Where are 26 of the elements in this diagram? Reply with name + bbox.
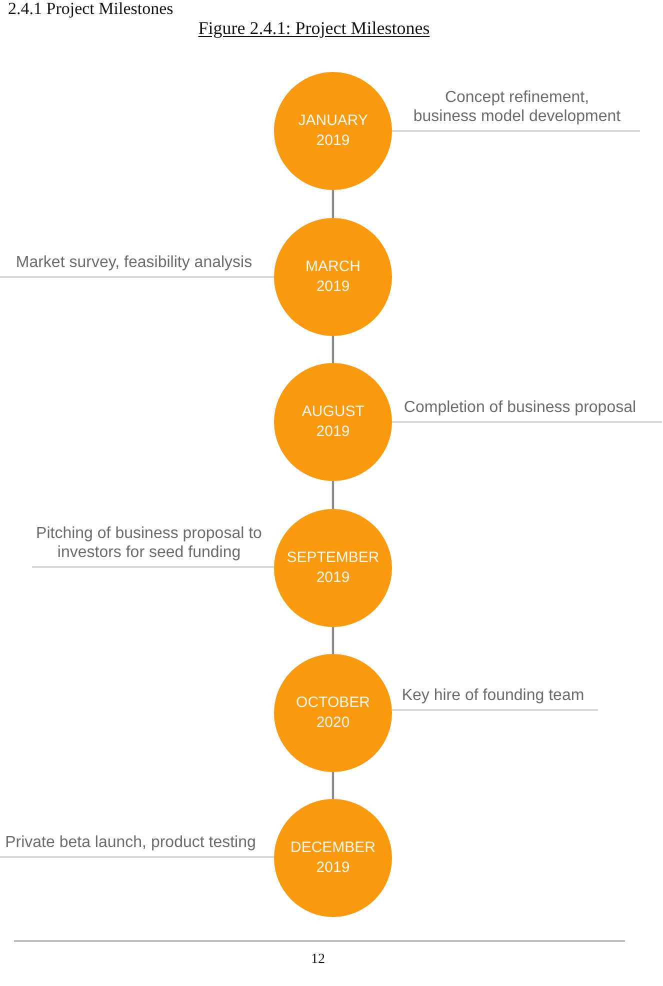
milestone-description: Pitching of business proposal to investors for seed funding <box>32 524 271 567</box>
milestone-description: Key hire of founding team <box>396 686 598 710</box>
leader-line <box>392 130 640 132</box>
milestone-date: DECEMBER 2019 <box>290 838 376 878</box>
leader-line <box>392 709 598 711</box>
milestone-description: Concept refinement, business model development <box>396 88 640 131</box>
milestone-date: OCTOBER 2020 <box>296 693 370 733</box>
connector-line <box>332 481 334 509</box>
figure-title: Figure 2.4.1: Project Milestones <box>198 17 430 39</box>
connector-line <box>332 627 334 654</box>
milestone-description: Completion of business proposal <box>396 398 662 422</box>
milestone-date: SEPTEMBER 2019 <box>286 548 380 588</box>
connector-line <box>332 190 334 218</box>
milestone-date: JANUARY 2019 <box>298 111 368 151</box>
milestone-date: AUGUST 2019 <box>302 402 364 442</box>
leader-line <box>392 421 662 423</box>
milestone-date: MARCH 2019 <box>306 257 360 297</box>
connector-line <box>332 772 334 799</box>
leader-line <box>0 856 274 858</box>
connector-line <box>332 336 334 363</box>
page-number: 12 <box>311 952 325 968</box>
milestone-description: Private beta launch, product testing <box>0 833 271 857</box>
section-heading: 2.4.1 Project Milestones <box>8 0 174 18</box>
milestone-description: Market survey, feasibility analysis <box>0 253 271 277</box>
leader-line <box>0 276 274 278</box>
leader-line <box>32 566 274 568</box>
